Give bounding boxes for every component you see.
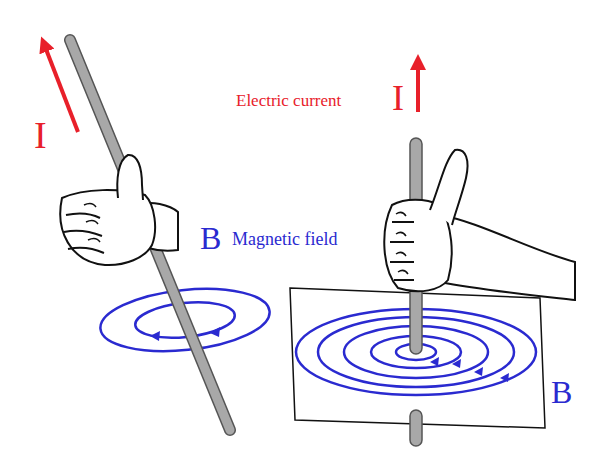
hand-right [384, 150, 575, 300]
current-symbol: I [34, 116, 47, 154]
current-symbol: I [392, 80, 404, 116]
current-caption: Electric current [236, 92, 341, 109]
field-symbol: B [551, 376, 572, 408]
current-arrow-right [416, 62, 420, 112]
hand-left [60, 155, 178, 265]
field-caption: Magnetic field [232, 230, 337, 248]
current-arrow-left [44, 44, 78, 132]
field-symbol: B [200, 222, 221, 254]
